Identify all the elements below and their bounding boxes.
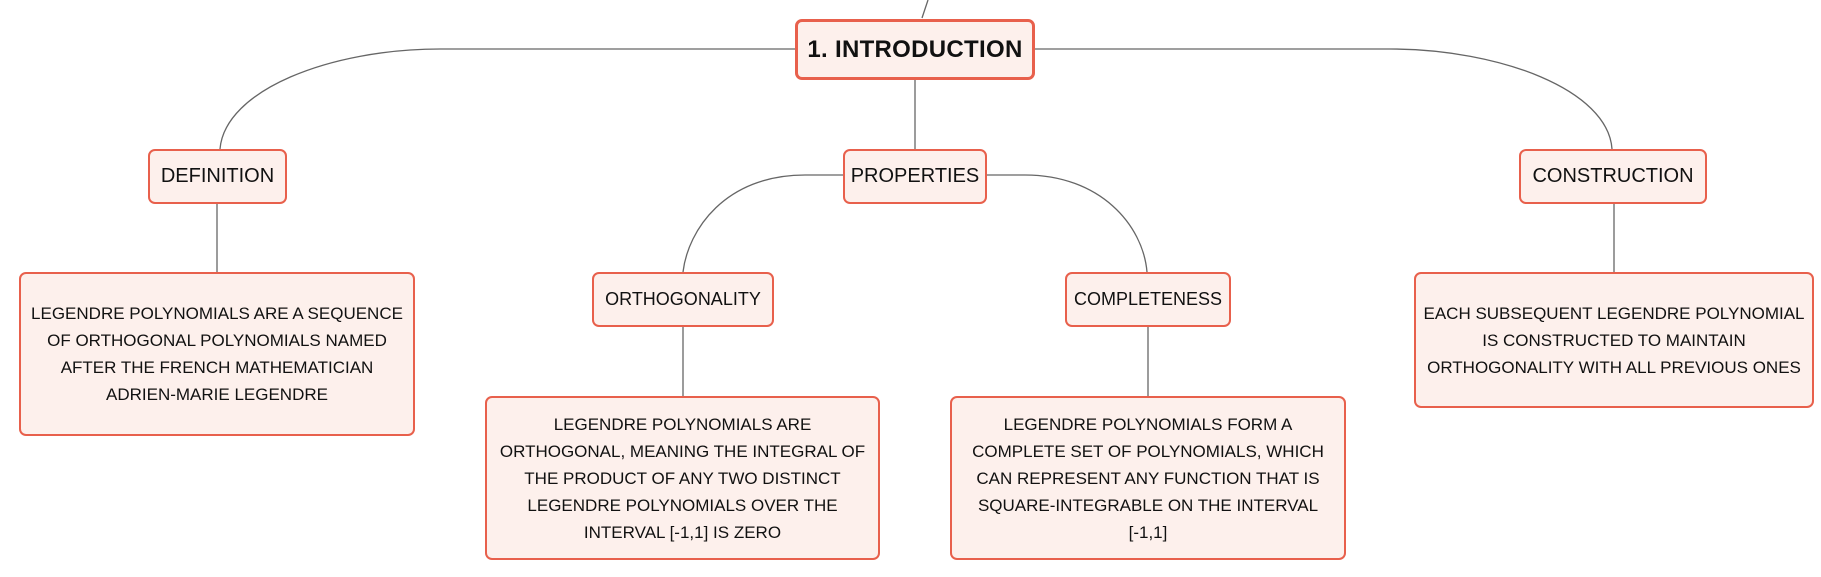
node-completeness-label: COMPLETENESS <box>1073 289 1223 309</box>
node-orthogonality-label: ORTHOGONALITY <box>605 289 761 309</box>
node-construction-label: CONSTRUCTION <box>1532 165 1694 187</box>
node-definition-detail[interactable]: LEGENDRE POLYNOMIALS ARE A SEQUENCE OF O… <box>19 272 415 436</box>
node-introduction[interactable]: 1. INTRODUCTION <box>795 19 1035 80</box>
connector-root-construction <box>1035 48 1613 150</box>
node-orthogonality[interactable]: ORTHOGONALITY <box>592 272 774 327</box>
node-completeness-detail-text: LEGENDRE POLYNOMIALS FORM A COMPLETE SET… <box>972 414 1324 542</box>
node-properties[interactable]: PROPERTIES <box>843 149 987 204</box>
connector-properties-orthogonality <box>682 174 843 273</box>
connector-root-definition <box>219 48 796 150</box>
connector-parent-to-root <box>921 0 929 19</box>
node-construction[interactable]: CONSTRUCTION <box>1519 149 1707 204</box>
node-definition-label: DEFINITION <box>160 165 275 187</box>
node-definition[interactable]: DEFINITION <box>148 149 287 204</box>
node-orthogonality-detail-text: LEGENDRE POLYNOMIALS ARE ORTHOGONAL, MEA… <box>499 414 866 542</box>
connector-properties-completeness <box>987 174 1148 273</box>
node-introduction-label: 1. INTRODUCTION <box>807 35 1023 63</box>
node-construction-detail-text: EACH SUBSEQUENT LEGENDRE POLYNOMIAL IS C… <box>1423 303 1805 377</box>
node-completeness-detail[interactable]: LEGENDRE POLYNOMIALS FORM A COMPLETE SET… <box>950 396 1346 560</box>
node-definition-detail-text: LEGENDRE POLYNOMIALS ARE A SEQUENCE OF O… <box>31 304 403 404</box>
node-orthogonality-detail[interactable]: LEGENDRE POLYNOMIALS ARE ORTHOGONAL, MEA… <box>485 396 880 560</box>
node-construction-detail[interactable]: EACH SUBSEQUENT LEGENDRE POLYNOMIAL IS C… <box>1414 272 1814 408</box>
node-completeness[interactable]: COMPLETENESS <box>1065 272 1231 327</box>
node-properties-label: PROPERTIES <box>850 165 980 187</box>
